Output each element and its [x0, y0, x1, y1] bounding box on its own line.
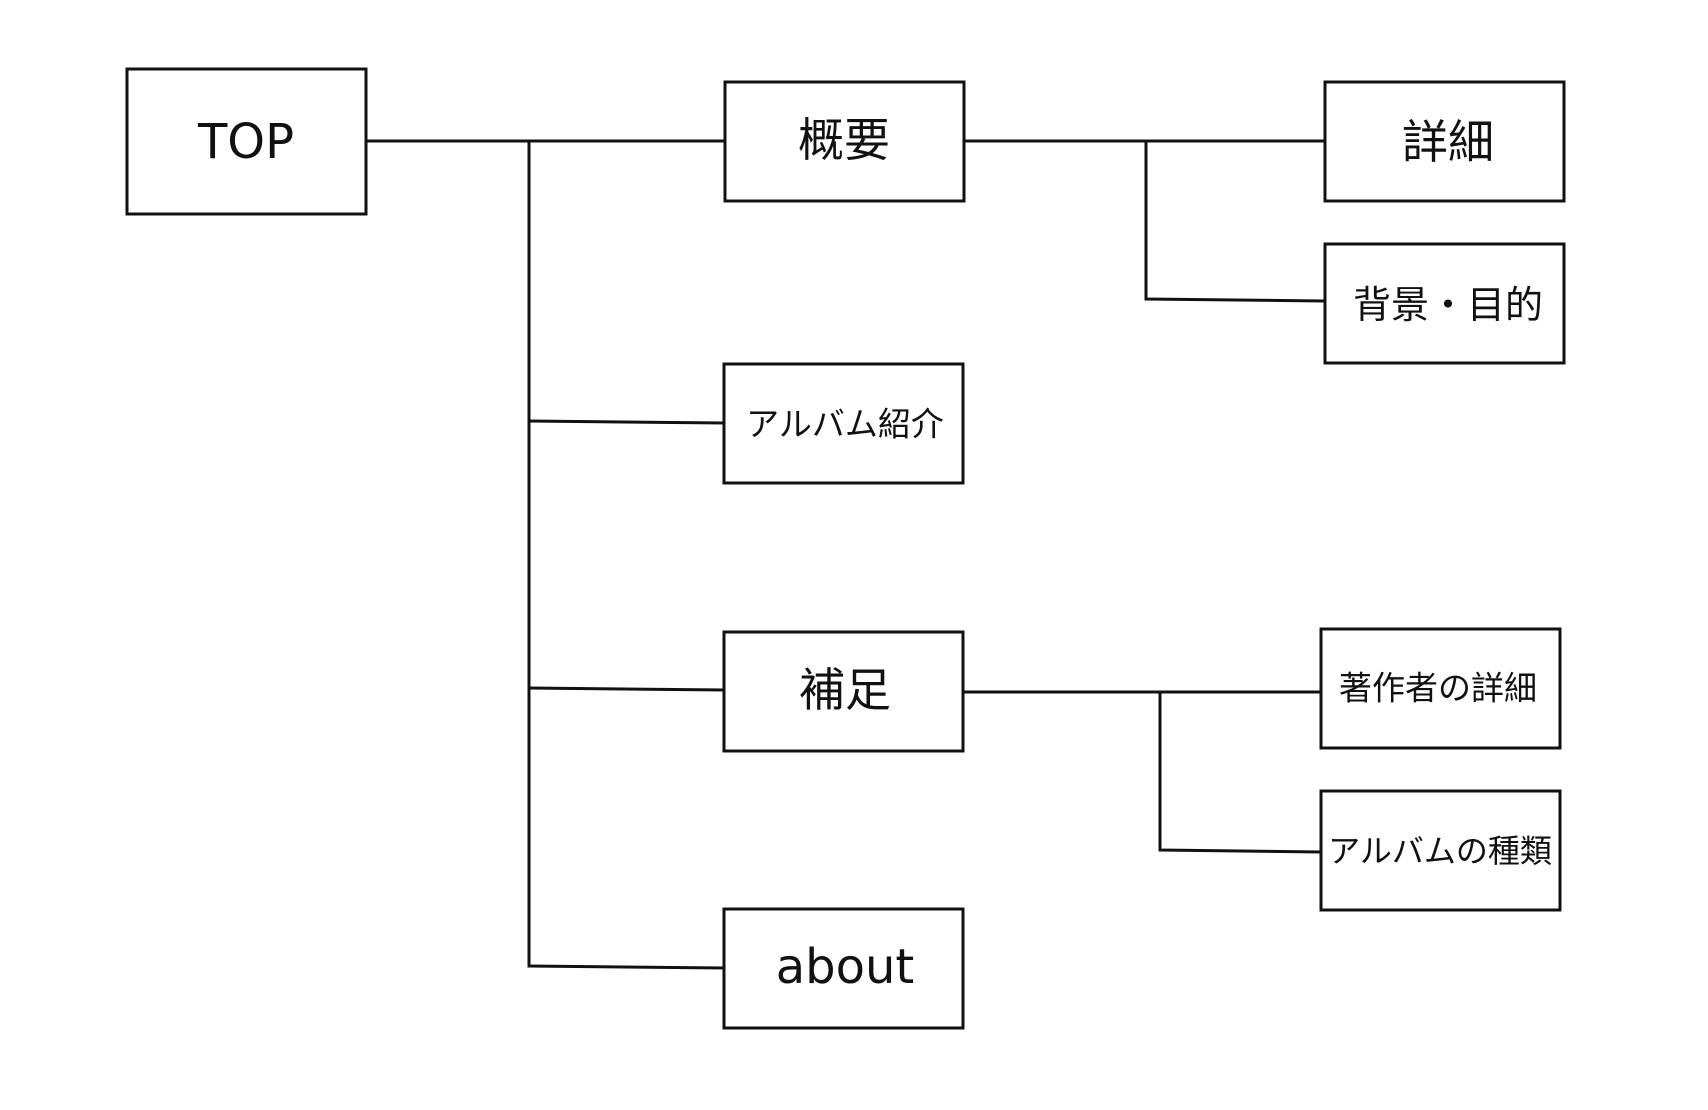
- node-background-purpose: 背景・目的: [1323, 242, 1566, 365]
- connector-supplement-branch: [1158, 690, 1322, 854]
- node-supplement: 補足: [722, 630, 965, 753]
- node-overview-label: 概要: [798, 113, 890, 167]
- node-details-box: [1323, 80, 1566, 203]
- node-about-label: about: [776, 939, 915, 995]
- node-background-purpose-label: 背景・目的: [1353, 283, 1543, 327]
- node-author-details-label: 著作者の詳細: [1339, 669, 1537, 708]
- node-about-box: [722, 907, 965, 1030]
- node-background-purpose-box: [1323, 242, 1566, 365]
- node-album-intro-box: [722, 362, 965, 485]
- node-album-types: アルバムの種類: [1319, 789, 1562, 912]
- node-album-intro: アルバム紹介: [722, 362, 965, 485]
- node-top-label: TOP: [197, 114, 294, 170]
- connector-overview-branch: [1144, 139, 1326, 303]
- node-author-details-box: [1319, 627, 1562, 750]
- node-supplement-label: 補足: [799, 663, 891, 717]
- node-top-box: [125, 67, 368, 216]
- connectors: [364, 139, 1326, 970]
- node-overview-box: [723, 80, 966, 203]
- node-album-types-label: アルバムの種類: [1328, 832, 1552, 870]
- connector-trunk-to-supplement: [527, 686, 725, 692]
- connector-trunk-to-album-intro: [527, 419, 725, 425]
- node-album-types-box: [1319, 789, 1562, 912]
- node-supplement-box: [722, 630, 965, 753]
- node-top: TOP: [125, 67, 368, 216]
- node-about: about: [722, 907, 965, 1030]
- node-author-details: 著作者の詳細: [1319, 627, 1562, 750]
- node-album-intro-label: アルバム紹介: [746, 405, 944, 444]
- node-details: 詳細: [1323, 80, 1566, 203]
- connector-trunk-to-about: [527, 964, 725, 970]
- node-details-label: 詳細: [1402, 115, 1494, 169]
- node-overview: 概要: [723, 80, 966, 203]
